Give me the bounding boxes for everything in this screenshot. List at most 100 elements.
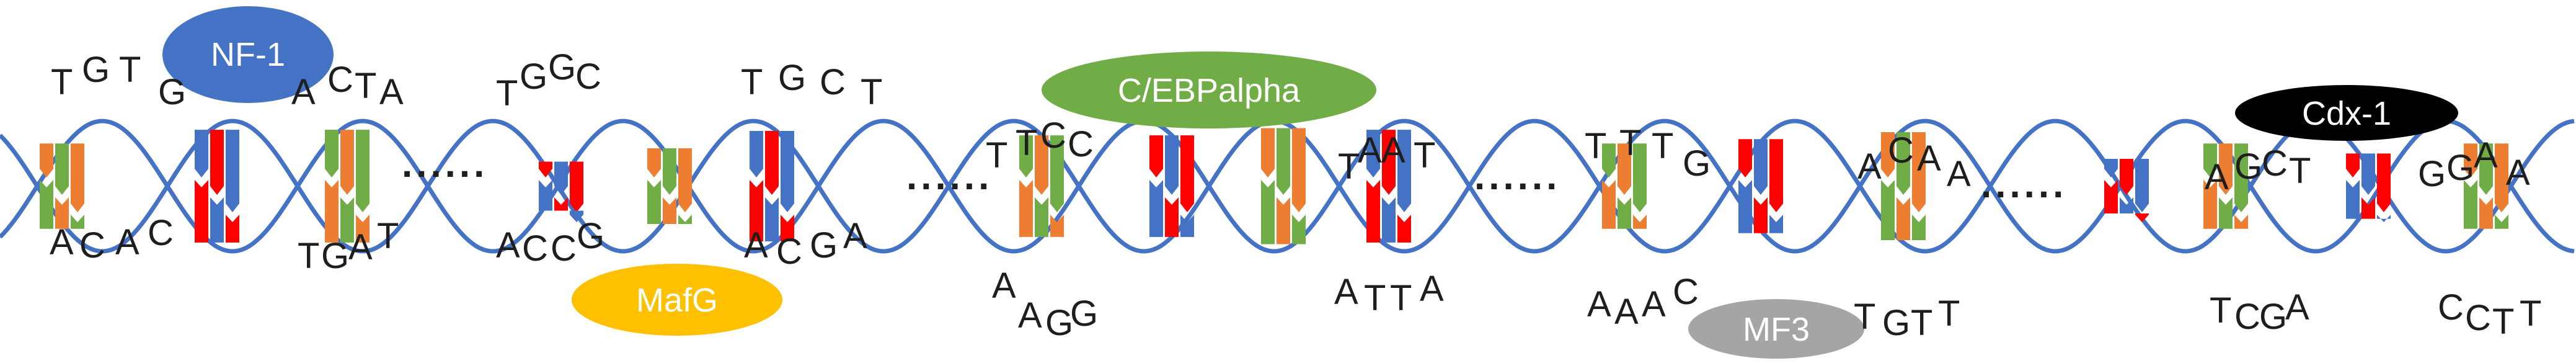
base-letter: G bbox=[1045, 303, 1073, 343]
base-letter: G bbox=[778, 58, 806, 98]
base-bar-bottom bbox=[1897, 197, 1910, 240]
base-bar-top bbox=[195, 130, 208, 177]
base-letter: A bbox=[2474, 135, 2498, 176]
base-bar-top bbox=[2495, 143, 2508, 212]
tf-cdx1-ellipse bbox=[2235, 85, 2458, 141]
base-bar-top bbox=[1292, 128, 1306, 212]
tf-mafg: MafG bbox=[572, 264, 782, 336]
base-letter: G bbox=[2234, 146, 2262, 187]
base-bar-bottom bbox=[356, 215, 370, 243]
base-letter: C bbox=[1888, 130, 1914, 171]
base-bar-bottom bbox=[1912, 215, 1926, 240]
base-bar-bottom bbox=[2203, 180, 2217, 229]
base-bar-top bbox=[2464, 143, 2477, 177]
base-bar-top bbox=[2104, 159, 2118, 177]
base-bar-top bbox=[1912, 132, 1926, 212]
base-letter: T bbox=[51, 62, 73, 102]
base-letter: C bbox=[2262, 143, 2288, 184]
tf-mf3-label: MF3 bbox=[1743, 311, 1810, 348]
base-letter: C bbox=[551, 228, 577, 269]
base-bar-bottom bbox=[1754, 197, 1768, 233]
base-bar-top bbox=[1261, 128, 1275, 177]
base-bar-top bbox=[750, 130, 763, 177]
base-letter: A bbox=[744, 225, 768, 266]
base-bar-bottom bbox=[1618, 197, 1631, 229]
base-bar-top bbox=[1633, 143, 1647, 212]
base-letter: A bbox=[843, 216, 867, 256]
base-letter: A bbox=[2285, 287, 2309, 328]
dna-helix bbox=[0, 119, 2575, 254]
base-bar-bottom bbox=[1035, 197, 1048, 237]
base-bar-bottom bbox=[1633, 215, 1647, 229]
base-bar-bottom bbox=[71, 215, 84, 229]
base-bar-bottom bbox=[647, 180, 661, 225]
base-bar-top bbox=[2234, 143, 2248, 212]
base-letter: T bbox=[2520, 294, 2541, 334]
motif-5-bottom: T C G A C C T T bbox=[2210, 287, 2541, 342]
base-bar-bottom bbox=[2219, 197, 2233, 229]
base-bar-bottom bbox=[2495, 215, 2508, 229]
base-bar-bottom bbox=[340, 197, 354, 243]
base-letter: A bbox=[496, 225, 520, 266]
tf-mf3-ellipse bbox=[1688, 299, 1864, 359]
base-letter: T bbox=[298, 236, 319, 276]
base-bar-bottom bbox=[2104, 180, 2118, 213]
tf-mafg-label: MafG bbox=[636, 282, 718, 319]
base-letter: T bbox=[1854, 297, 1875, 337]
base-letter: C bbox=[2234, 297, 2260, 337]
base-letter: G bbox=[2418, 154, 2446, 194]
base-bar-top bbox=[2135, 159, 2149, 212]
ellipsis-3: ...... bbox=[1474, 155, 1560, 198]
base-bar-top bbox=[1618, 143, 1631, 195]
motif-3-bottom: A A G G A T T A bbox=[992, 266, 1444, 343]
base-letter: T bbox=[986, 135, 1007, 176]
base-bar-top bbox=[663, 148, 676, 195]
base-letter: T bbox=[1364, 278, 1386, 318]
motif-4-bottom: A A A C T G T T bbox=[1587, 272, 1960, 343]
base-bar-top bbox=[1397, 130, 1411, 212]
base-bar-top bbox=[539, 161, 552, 177]
base-bar-bottom bbox=[1382, 197, 1396, 243]
base-bar-top bbox=[765, 130, 779, 195]
base-letter: T bbox=[1016, 123, 1037, 163]
base-bar-bottom bbox=[765, 197, 779, 242]
base-bar-bottom bbox=[1602, 180, 1616, 229]
base-bar-bottom bbox=[678, 215, 692, 225]
base-letter: T bbox=[1652, 126, 1673, 166]
base-bar-top bbox=[71, 143, 84, 212]
base-letter: A bbox=[2506, 153, 2530, 193]
motif-2-top: T G G C T G C T bbox=[496, 47, 882, 114]
base-bar-top bbox=[40, 143, 53, 177]
base-bar-bottom bbox=[781, 215, 794, 242]
base-letter: C bbox=[148, 213, 174, 253]
base-letter: T bbox=[377, 216, 399, 256]
base-letter: G bbox=[1070, 294, 1098, 334]
base-letter: G bbox=[2446, 148, 2474, 188]
ellipsis-2: ...... bbox=[906, 155, 993, 198]
base-bar-bottom bbox=[55, 197, 69, 229]
tf-mf3: MF3 bbox=[1688, 299, 1864, 359]
base-bar-bottom bbox=[2479, 197, 2493, 229]
base-letter: T bbox=[2289, 151, 2311, 191]
base-letter: A bbox=[1857, 146, 1882, 187]
base-bar-bottom bbox=[1881, 180, 1895, 240]
base-bar-top bbox=[647, 148, 661, 177]
tf-nf1-label: NF-1 bbox=[211, 36, 285, 73]
base-letter: T bbox=[2210, 290, 2231, 331]
ellipsis-4: ...... bbox=[1981, 163, 2067, 206]
base-bar-bottom bbox=[1261, 180, 1275, 244]
base-bar-bottom bbox=[539, 180, 552, 211]
base-bar-top bbox=[2361, 153, 2375, 195]
base-letter: A bbox=[1018, 295, 1042, 336]
base-letter: A bbox=[1381, 130, 1405, 171]
base-letter: A bbox=[992, 266, 1016, 306]
base-letter: G bbox=[158, 72, 186, 112]
base-bar-top bbox=[2219, 143, 2233, 195]
base-bar-top bbox=[340, 130, 354, 195]
base-letter: C bbox=[79, 225, 105, 266]
base-letter: G bbox=[520, 56, 547, 97]
base-letter: C bbox=[327, 60, 353, 100]
motif-5-top: A G C T G G A A bbox=[2205, 135, 2530, 197]
base-bar-bottom bbox=[554, 197, 568, 211]
base-letter: A bbox=[1420, 269, 1444, 309]
